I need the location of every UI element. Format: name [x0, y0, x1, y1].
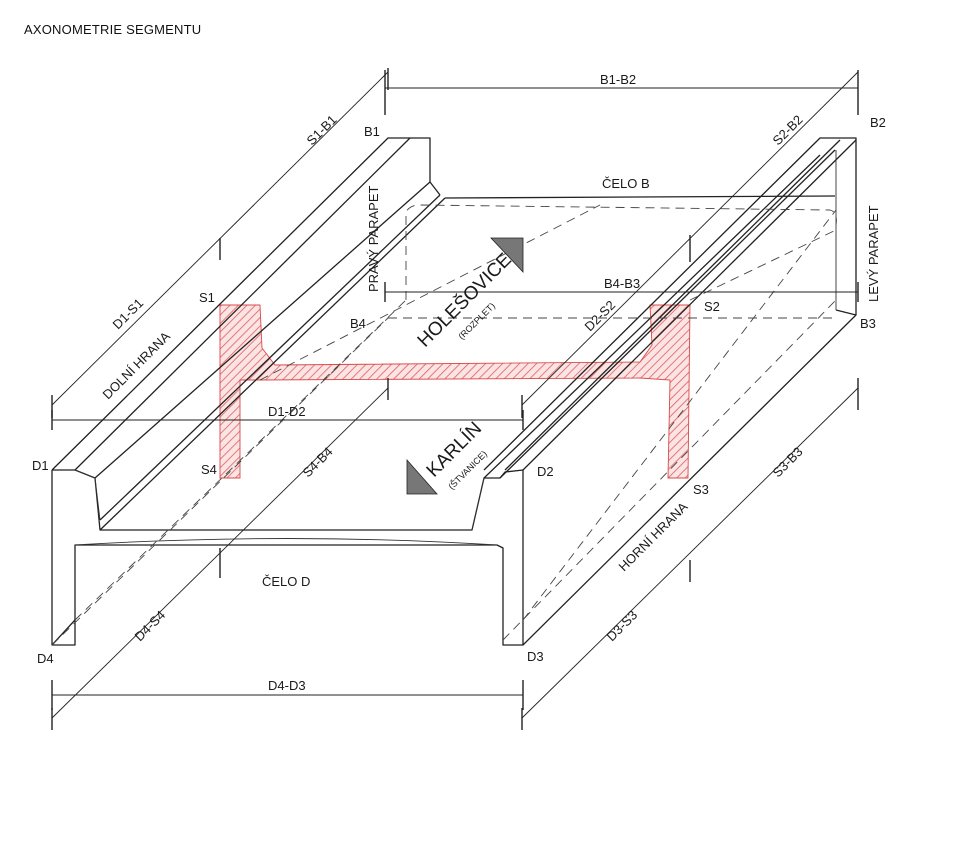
dim-d2-s2: D2-S2 [582, 297, 619, 334]
label-celo-d: ČELO D [262, 574, 310, 589]
dim-b4-b3: B4-B3 [604, 276, 640, 291]
drawing-title: AXONOMETRIE SEGMENTU [24, 22, 202, 37]
arrow-karlin-icon [406, 458, 438, 495]
corner-b2: B2 [870, 115, 886, 130]
label-pravy-parapet: PRAVÝ PARAPET [366, 186, 381, 292]
left-parapet [483, 137, 857, 646]
label-celo-b: ČELO B [602, 176, 650, 191]
arrow-holesovice-icon [490, 237, 524, 274]
cross-section-hatch [219, 304, 691, 479]
dimension-lines [51, 68, 859, 730]
dim-d1-s1: D1-S1 [110, 295, 147, 332]
hidden-lines [51, 204, 837, 646]
dim-d1-d2: D1-D2 [268, 404, 306, 419]
dim-d4-d3: D4-D3 [268, 678, 306, 693]
corner-s4: S4 [201, 462, 217, 477]
label-levy-parapet: LEVÝ PARAPET [866, 205, 881, 302]
dim-b1-b2: B1-B2 [600, 72, 636, 87]
corner-d3: D3 [527, 649, 544, 664]
corner-s1: S1 [199, 290, 215, 305]
dim-d3-s3: D3-S3 [604, 607, 641, 644]
dim-s2-b2: S2-B2 [770, 112, 806, 148]
corner-s2: S2 [704, 299, 720, 314]
corner-d2: D2 [537, 464, 554, 479]
label-karlin: KARLÍN [423, 418, 486, 481]
corner-d1: D1 [32, 458, 49, 473]
front-face-celo-d [51, 469, 524, 646]
dim-s1-b1: S1-B1 [304, 112, 340, 148]
corner-b4: B4 [350, 316, 366, 331]
dim-s3-b3: S3-B3 [770, 444, 806, 480]
right-parapet [51, 137, 836, 646]
corner-s3: S3 [693, 482, 709, 497]
corner-b1: B1 [364, 124, 380, 139]
dim-s4-b4: S4-B4 [300, 444, 336, 480]
label-dolni-hrana: DOLNÍ HRANA [100, 328, 174, 402]
corner-b3: B3 [860, 316, 876, 331]
dim-d4-s4: D4-S4 [132, 607, 169, 644]
corner-d4: D4 [37, 651, 54, 666]
